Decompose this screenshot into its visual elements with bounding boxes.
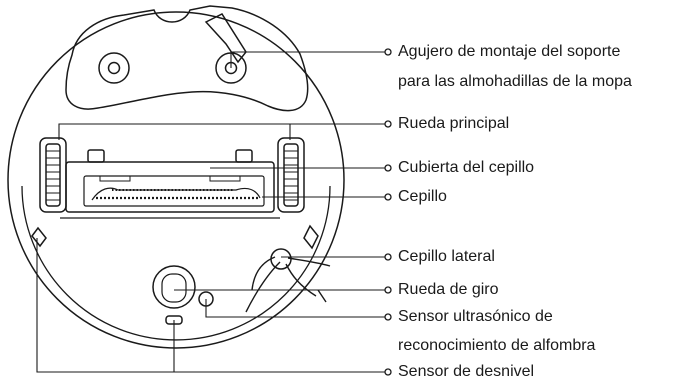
caster-wheel — [152, 265, 196, 309]
callout-markers — [384, 48, 392, 376]
cliff-sensor-right — [303, 224, 319, 250]
callout-mop-mount — [230, 51, 385, 68]
main-wheel-right — [277, 137, 305, 213]
callout-ultrasonic — [205, 299, 385, 318]
callout-cliff-sensor — [36, 238, 385, 373]
side-brush — [245, 248, 331, 313]
mop-holder-plate — [65, 5, 309, 112]
label-brush: Cepillo — [398, 188, 447, 205]
label-main-wheel: Rueda principal — [398, 115, 510, 132]
callout-main-wheel — [58, 123, 385, 140]
main-brush — [83, 175, 265, 207]
label-ultrasonic-line2: reconocimiento de alfombra — [398, 337, 596, 354]
mop-holder-tab — [204, 13, 247, 64]
label-caster-wheel: Rueda de giro — [398, 281, 499, 298]
label-brush-cover: Cubierta del cepillo — [398, 159, 535, 176]
cliff-sensor-left — [31, 226, 47, 248]
label-mop-mount-line1: Agujero de montaje del soporte — [398, 43, 621, 60]
label-cliff-sensor: Sensor de desnivel — [398, 363, 535, 380]
label-side-brush: Cepillo lateral — [398, 248, 495, 265]
main-wheel-left — [39, 137, 67, 213]
robot-body — [7, 11, 345, 349]
callout-lines — [36, 51, 385, 373]
brush-cover — [60, 149, 280, 219]
label-ultrasonic-line1: Sensor ultrasónico de — [398, 308, 553, 325]
label-mop-mount-line2: para las almohadillas de la mopa — [398, 73, 632, 90]
mop-mount-hole-left — [98, 52, 130, 84]
